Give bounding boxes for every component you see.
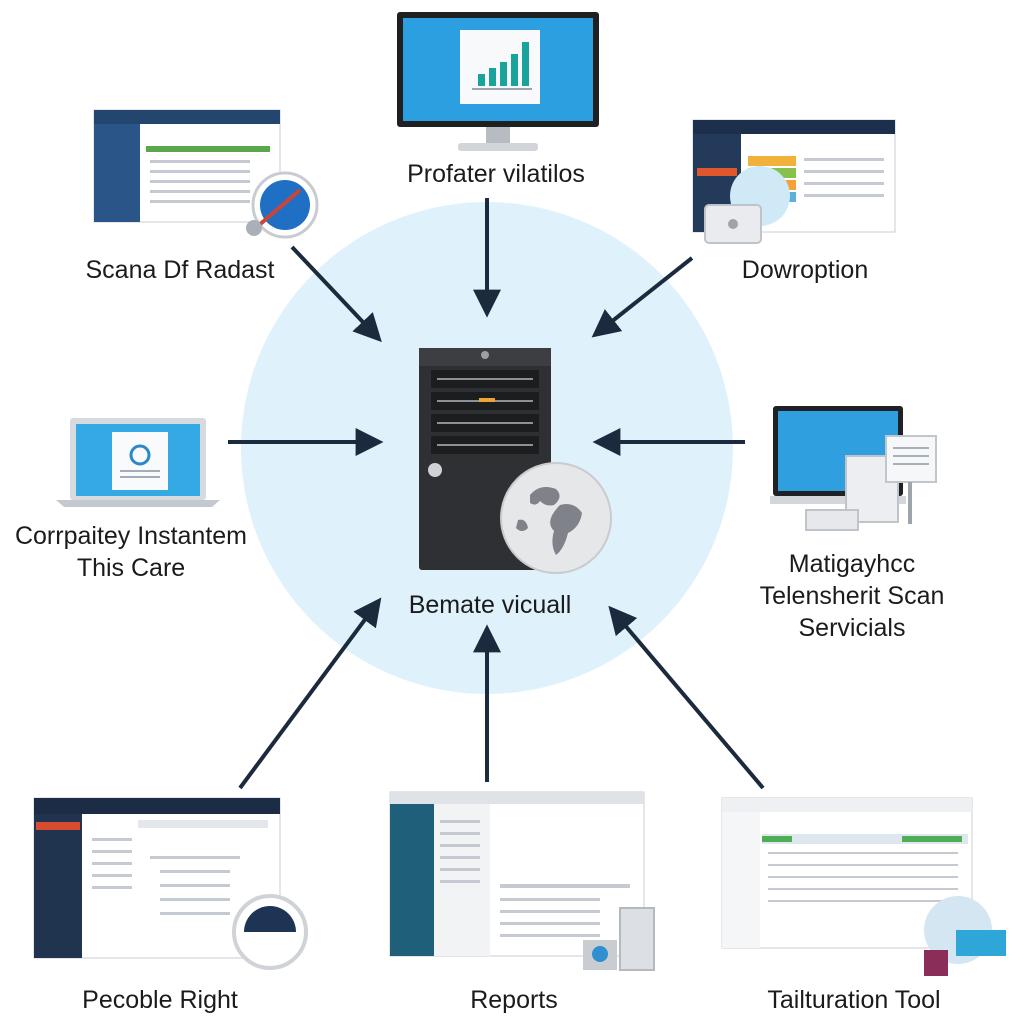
node-label-top-center: Profater vilatilos	[407, 160, 585, 188]
reports-window-icon	[389, 791, 655, 971]
node-label-middle-right-line-3: Servicials	[798, 614, 906, 642]
node-label-middle-right-line-2: Telensherit Scan	[759, 582, 945, 610]
file-manager-with-badge-icon	[33, 797, 308, 970]
monitor-devices-icon	[770, 406, 937, 531]
dashboard-with-storage-icon	[692, 119, 896, 244]
node-label-middle-left-line-2: This Care	[76, 554, 186, 582]
arrow-bottom-left	[238, 597, 382, 790]
node-label-middle-right-line-1: Matigayhcc	[788, 550, 916, 578]
node-label-middle-left-line-1: Corrpaitey Instantem	[14, 522, 248, 550]
node-label-middle-right: Matigayhcc Telensherit Scan Servicials	[742, 548, 962, 644]
server-tower-with-globe-icon	[419, 348, 612, 574]
node-label-middle-left: Corrpaitey Instantem This Care	[0, 520, 262, 584]
hub-label: Bemate vicuall	[408, 591, 572, 619]
node-label-bottom-left: Pecoble Right	[82, 986, 238, 1014]
spreadsheet-with-cloud-icon	[721, 797, 1006, 976]
node-label-bottom-center: Reports	[470, 986, 558, 1014]
dashboard-with-gauge-icon	[93, 109, 319, 239]
node-label-top-left: Scana Df Radast	[85, 256, 275, 284]
node-label-bottom-right: Tailturation Tool	[767, 986, 941, 1014]
arrow-top-right	[591, 256, 694, 338]
node-label-top-right: Dowroption	[741, 256, 869, 284]
monitor-bar-chart-icon	[397, 12, 599, 151]
laptop-scan-icon	[56, 418, 220, 507]
arrow-bottom-right	[608, 605, 765, 790]
arrow-top-left	[290, 245, 382, 343]
